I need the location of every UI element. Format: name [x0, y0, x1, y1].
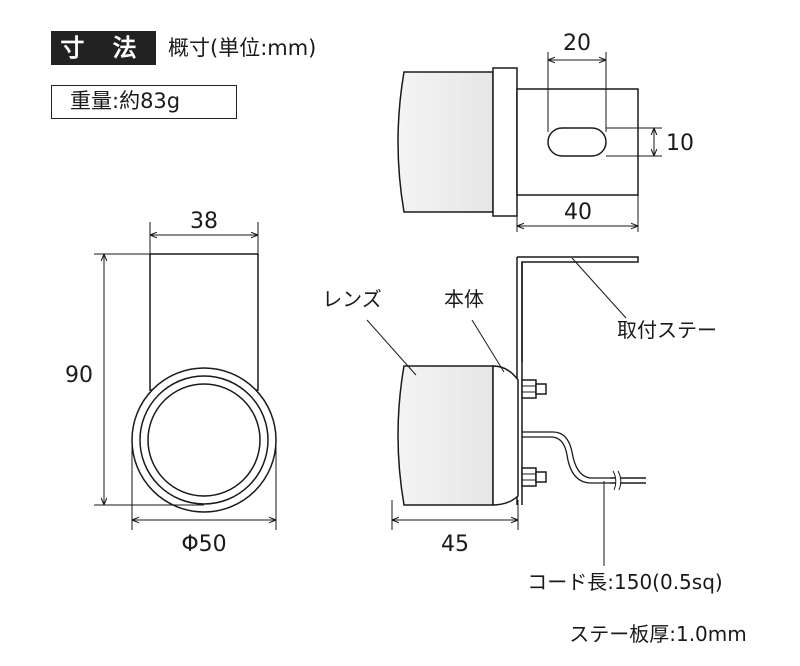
stay-thickness-label: ステー板厚:1.0mm — [569, 622, 747, 646]
cord-length-label: コード長:150(0.5sq) — [527, 570, 722, 594]
dim-slot-width: 20 — [563, 31, 591, 56]
dim-front-width: 38 — [190, 209, 218, 234]
stay-label: 取付ステー — [617, 318, 717, 342]
top-view — [397, 52, 662, 232]
dim-front-height: 90 — [65, 363, 93, 388]
body-label: 本体 — [444, 287, 484, 311]
dim-depth: 45 — [441, 532, 469, 557]
dim-stay-width: 40 — [564, 200, 592, 225]
side-view — [391, 256, 646, 530]
title-badge: 寸 法 — [51, 31, 156, 65]
unit-note: 概寸(単位:mm) — [168, 36, 317, 60]
dim-diameter: Φ50 — [181, 532, 226, 557]
front-view — [94, 222, 277, 530]
weight-label: 重量:約83g — [51, 85, 237, 119]
lens-label: レンズ — [322, 287, 382, 311]
dim-slot-height: 10 — [666, 131, 694, 156]
